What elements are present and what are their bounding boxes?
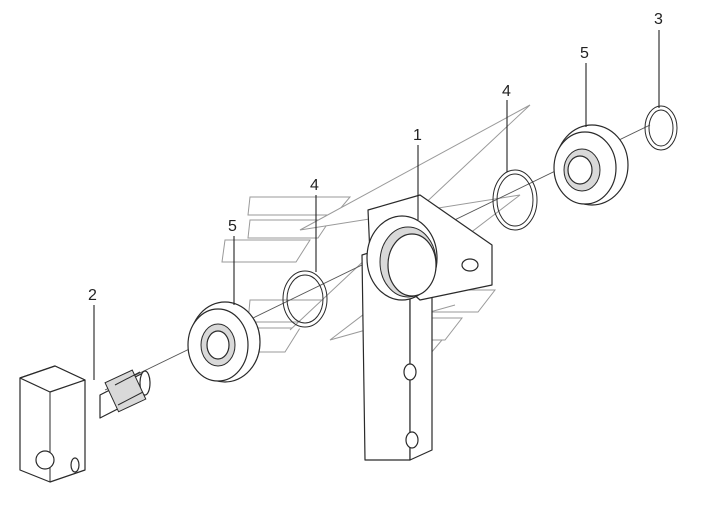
part-circlip xyxy=(644,105,678,151)
part-ring-left xyxy=(282,270,328,328)
callout-labels: 1 2 3 4 4 5 5 xyxy=(88,11,663,304)
callout-1: 1 xyxy=(413,127,422,144)
part-ring-right xyxy=(492,169,538,231)
callout-5-right: 5 xyxy=(580,45,589,62)
callout-4-right: 4 xyxy=(502,83,511,100)
callout-2: 2 xyxy=(88,287,97,304)
part-pin-shaft xyxy=(19,365,151,483)
part-housing xyxy=(361,194,493,461)
part-bearing-right xyxy=(553,124,629,206)
callout-5-left: 5 xyxy=(228,218,237,235)
leader-lines xyxy=(93,30,660,380)
callout-4-left: 4 xyxy=(310,177,319,194)
callout-3: 3 xyxy=(654,11,663,28)
part-bearing-left xyxy=(187,301,261,383)
